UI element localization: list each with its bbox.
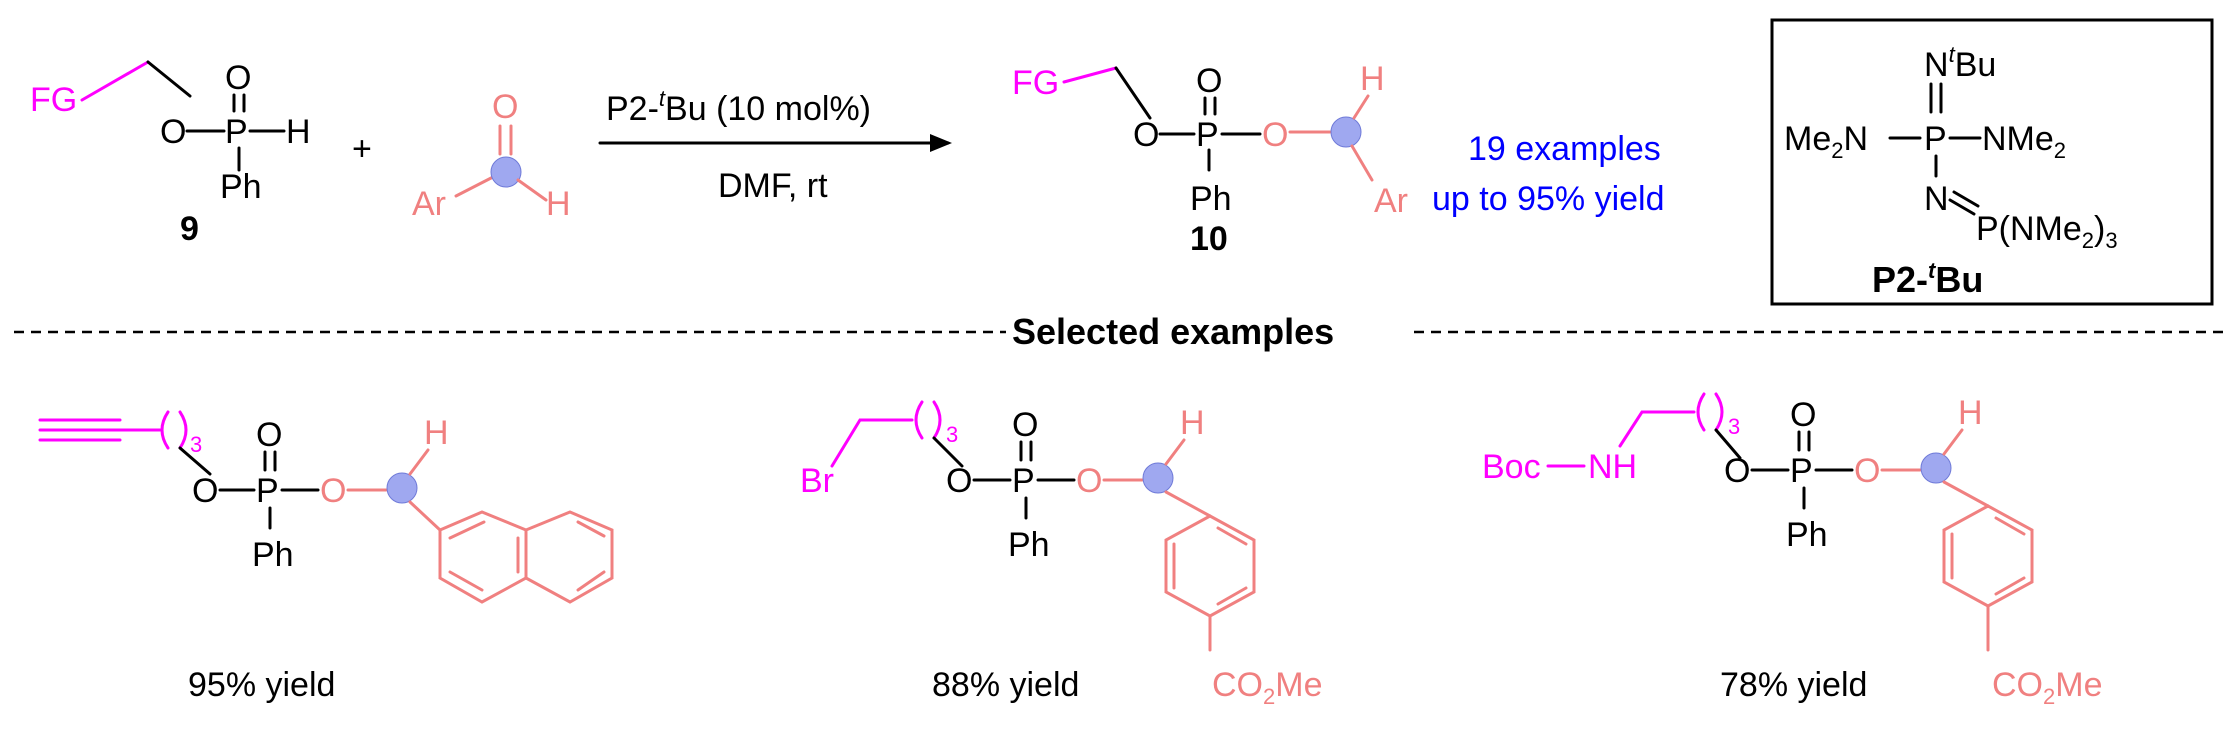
compound-label-10: 10 [1190,220,1228,258]
product-10: FG O P O O H Ar Ph 10 [1012,60,1408,258]
dimethylamino-left: Me2N [1784,120,1868,163]
bromo-label: Br [800,462,834,500]
yield-label: 78% yield [1720,666,1867,704]
ester-group: CO2Me [1212,666,1322,709]
fg-label: FG [30,81,77,119]
phosphorus: P [256,472,279,510]
yield-label: 88% yield [932,666,1079,704]
benzylic-oxygen: O [1854,452,1880,490]
benzylic-carbon-dot [1330,116,1362,148]
benzylic-carbon-dot [1920,452,1952,484]
selected-examples-title: Selected examples [1012,311,1334,352]
scope-yield: up to 95% yield [1432,180,1665,218]
plus-sign: + [352,130,372,168]
repeat-subscript: 3 [190,432,202,457]
nh-label: NH [1588,448,1637,486]
benzylic-carbon-dot [1142,462,1174,494]
benzylic-oxygen: O [320,472,346,510]
phenyl-label: Ph [220,168,262,206]
phosphorus: P [1790,452,1813,490]
phenyl-label: Ph [1190,180,1232,218]
benzylic-carbon-dot [386,472,418,504]
compound-label-9: 9 [180,210,199,248]
example-3: Boc NH 3 O P O O H Ph CO2Me 78% yield [1482,392,2102,709]
phosphoryl-oxygen: O [256,416,282,454]
phosphazene-fragment: P(NMe2)3 [1976,210,2118,253]
imine-n-tbu: NtBu [1924,42,1996,84]
fg-label: FG [1012,64,1059,102]
phosphoryl-oxygen: O [1196,62,1222,100]
phenyl-label: Ph [252,536,294,574]
aldehyde-hydrogen: H [546,185,571,223]
catalyst-name: P2-tBu [1872,258,1983,300]
phosphoryl-oxygen: O [225,59,251,97]
aryl-label: Ar [412,185,446,223]
boc-label: Boc [1482,448,1541,486]
benzylic-hydrogen: H [1958,394,1983,432]
benzylic-hydrogen: H [1360,60,1385,98]
benzylic-oxygen: O [1076,462,1102,500]
phosphorus: P [1012,462,1035,500]
benzylic-hydrogen: H [424,414,449,452]
catalyst-condition: P2-tBu (10 mol%) [606,86,871,128]
repeat-subscript: 3 [946,422,958,447]
catalyst-structure-box: NtBu Me2N P NMe2 N P(NMe2)3 P2-tBu [1770,18,2214,306]
example-2: Br 3 O P O O H Ph CO2Me 88% yield [800,400,1322,709]
phosphorus: P [225,113,248,151]
phosphorus: P [1196,116,1219,154]
aryl-label: Ar [1374,182,1408,220]
repeat-subscript: 3 [1728,414,1740,439]
yield-label: 95% yield [188,666,335,704]
bridging-nitrogen: N [1924,180,1949,218]
ester-group: CO2Me [1992,666,2102,709]
ester-oxygen: O [946,462,972,500]
reaction-arrow: P2-tBu (10 mol%) DMF, rt [598,86,952,205]
ester-oxygen: O [160,113,186,151]
carbonyl-carbon-dot [490,156,522,188]
example-1: 3 O P O O H Ph 95% yield [38,410,614,704]
p-hydrogen: H [286,113,311,151]
dimethylamino-right: NMe2 [1982,120,2066,163]
ester-oxygen: O [192,472,218,510]
central-phosphorus: P [1924,120,1947,158]
catalyst-frame [1770,18,2214,306]
reactant-9: FG O P O H Ph 9 [30,59,311,248]
section-divider: Selected examples [14,311,2226,352]
phosphoryl-oxygen: O [1790,396,1816,434]
scope-examples: 19 examples [1468,130,1661,168]
benzylic-hydrogen: H [1180,404,1205,442]
aldehyde: Ar O H [412,88,571,223]
solvent-condition: DMF, rt [718,167,828,205]
phosphoryl-oxygen: O [1012,406,1038,444]
carbonyl-oxygen: O [492,88,518,126]
ester-oxygen: O [1133,116,1159,154]
phenyl-label: Ph [1008,526,1050,564]
ester-oxygen: O [1724,452,1750,490]
phenyl-label: Ph [1786,516,1828,554]
benzylic-oxygen: O [1262,116,1288,154]
